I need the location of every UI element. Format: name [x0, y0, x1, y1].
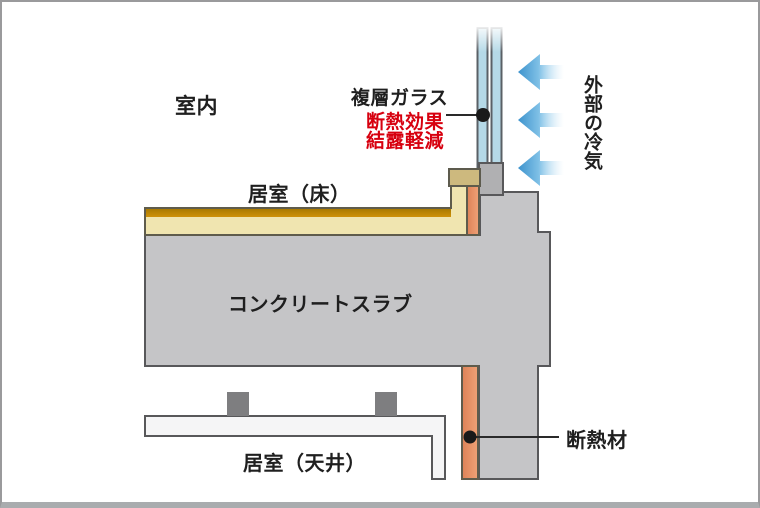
label-insulation-material: 断熱材: [566, 428, 628, 452]
floor-finish-layer: [146, 209, 451, 217]
cold-air-arrow-bottom: [518, 150, 564, 186]
label-condensation-reduction: 結露軽減: [366, 130, 445, 152]
label-double-glazing: 複層ガラス: [351, 87, 449, 109]
cold-air-arrow-middle: [518, 102, 564, 138]
label-indoor: 室内: [175, 94, 218, 118]
insulation-strip-lower: [461, 365, 479, 480]
window-frame-block: [478, 162, 504, 196]
label-outside-cold-air: 外部の冷気: [581, 75, 603, 170]
label-living-room-ceiling: 居室（天井）: [243, 451, 366, 475]
cold-air-arrow-top: [518, 54, 564, 90]
double-glazing-glass: [472, 24, 508, 171]
ceiling-hanger-right: [375, 392, 397, 416]
ceiling-hanger-left: [227, 392, 249, 416]
insulation-leader-dot: [463, 430, 477, 444]
glazing-leader-dot: [476, 108, 490, 122]
glass-top-fade: [472, 24, 508, 52]
diagram-canvas: [144, 24, 564, 480]
wood-sill-block: [448, 168, 481, 187]
label-concrete-slab: コンクリートスラブ: [228, 292, 413, 316]
insulation-strip-upper: [466, 185, 480, 236]
ceiling-panel: [144, 415, 446, 480]
label-insulation-effect: 断熱効果: [366, 111, 445, 133]
label-living-room-floor: 居室（床）: [248, 182, 351, 206]
